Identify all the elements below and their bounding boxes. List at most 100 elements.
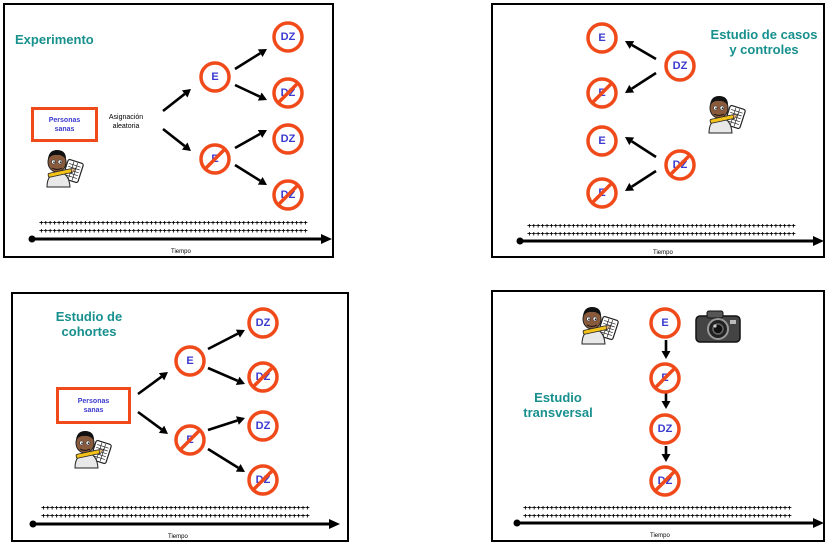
circle-icon <box>247 307 279 339</box>
slash-icon <box>590 81 614 105</box>
asignacion-label: Asignación aleatoria <box>101 113 151 131</box>
node-label: E <box>598 32 606 44</box>
arrow-head <box>661 454 671 462</box>
node-e: E <box>649 307 681 339</box>
person-writing-icon <box>705 93 749 134</box>
box-label-line: sanas <box>83 406 104 414</box>
node-dz: DZ <box>649 413 681 445</box>
panel-title: Estudio transversal <box>513 390 603 420</box>
assignment-line: aleatoria <box>112 123 140 130</box>
node-dz: DZ <box>272 123 304 155</box>
arrow-head <box>257 130 267 138</box>
title-line: Experimento <box>15 32 94 47</box>
node-label: DZ <box>255 420 271 432</box>
slash-icon <box>653 469 677 493</box>
arrow-head <box>158 372 168 381</box>
node-not-dz: DZ <box>649 465 681 497</box>
arrow-head <box>257 176 267 185</box>
arrow-line <box>631 140 657 159</box>
title-line: y controles <box>729 42 799 57</box>
arrow-head <box>235 329 245 338</box>
flow-arrows <box>162 49 267 185</box>
box-label-line: Personas <box>48 116 81 124</box>
assignment-line: Asignación <box>108 114 144 121</box>
node-dz: DZ <box>664 50 696 82</box>
box-label-line: Personas <box>77 397 110 405</box>
arrow-head <box>661 401 671 409</box>
plus-row: ++++++++++++++++++++++++++++++++++++++++… <box>523 506 792 512</box>
node-not-dz: DZ <box>247 361 279 393</box>
slash-icon <box>276 183 300 207</box>
flow-arrows <box>625 41 657 191</box>
node-not-dz: DZ <box>272 77 304 109</box>
node-not-e: E <box>174 424 206 456</box>
arrow-line <box>234 83 261 98</box>
arrow-line <box>137 410 163 431</box>
node-e: E <box>586 22 618 54</box>
arrow-line <box>234 52 261 71</box>
slash-icon <box>668 153 692 177</box>
time-arrow-icon <box>28 234 332 244</box>
slash-icon <box>251 365 275 389</box>
circle-icon <box>664 50 696 82</box>
circle-icon <box>247 410 279 442</box>
arrow-head <box>235 463 245 472</box>
arrow-line <box>631 169 657 188</box>
panel-title: Experimento <box>15 32 94 47</box>
arrow-line <box>137 375 163 396</box>
node-label: DZ <box>280 31 296 43</box>
time-label: Tiempo <box>653 250 673 256</box>
arrow-head <box>625 182 635 191</box>
node-label: DZ <box>657 423 673 435</box>
circle-icon <box>586 22 618 54</box>
title-line: transversal <box>523 405 593 420</box>
time-label: Tiempo <box>168 534 188 540</box>
arrow-head <box>661 351 671 359</box>
arrow-line <box>234 132 261 150</box>
node-not-e: E <box>586 77 618 109</box>
slash-icon <box>590 181 614 205</box>
plus-row: ++++++++++++++++++++++++++++++++++++++++… <box>39 221 308 227</box>
person-writing-icon <box>43 147 87 188</box>
arrow-head <box>625 137 635 146</box>
node-e: E <box>586 125 618 157</box>
slash-icon <box>276 81 300 105</box>
arrow-head <box>235 376 245 385</box>
circle-icon <box>586 125 618 157</box>
arrow-head <box>625 84 635 93</box>
time-label: Tiempo <box>650 533 670 539</box>
circle-icon <box>649 413 681 445</box>
node-not-dz: DZ <box>247 464 279 496</box>
plus-row: ++++++++++++++++++++++++++++++++++++++++… <box>523 514 792 520</box>
arrow-line <box>162 127 186 148</box>
node-not-e: E <box>649 362 681 394</box>
arrow-line <box>631 71 657 90</box>
plus-row: ++++++++++++++++++++++++++++++++++++++++… <box>41 506 310 512</box>
arrow-head <box>236 416 245 425</box>
person-writing-icon <box>578 304 622 345</box>
circle-icon <box>272 21 304 53</box>
node-label: DZ <box>672 60 688 72</box>
node-dz: DZ <box>247 410 279 442</box>
title-line: Estudio <box>534 390 582 405</box>
arrow-line <box>207 419 238 432</box>
box-label-line: sanas <box>54 125 75 133</box>
arrow-line <box>207 447 239 469</box>
plus-row: ++++++++++++++++++++++++++++++++++++++++… <box>39 229 308 235</box>
title-line: Estudio de <box>55 309 123 324</box>
node-label: E <box>598 135 606 147</box>
circle-icon <box>649 307 681 339</box>
arrow-head <box>625 41 635 49</box>
circle-icon <box>174 345 206 377</box>
circle-icon <box>272 123 304 155</box>
node-label: E <box>211 71 219 83</box>
node-not-dz: DZ <box>664 149 696 181</box>
node-label: E <box>186 355 194 367</box>
plus-row: ++++++++++++++++++++++++++++++++++++++++… <box>41 514 310 520</box>
slash-icon <box>203 147 227 171</box>
slash-icon <box>251 468 275 492</box>
arrow-line <box>234 163 261 182</box>
